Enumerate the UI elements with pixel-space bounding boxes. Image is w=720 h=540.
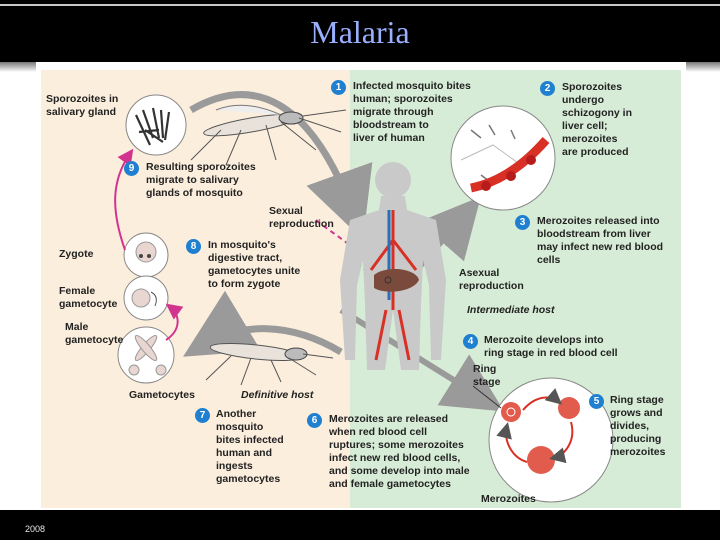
label-female-gametocyte: Female gametocyte xyxy=(59,285,118,310)
step-5-badge: 5 xyxy=(589,394,604,409)
step-3-text: Merozoites released into bloodstream fro… xyxy=(537,215,664,266)
footer-year: 2008 xyxy=(25,524,46,534)
label-sexual-reproduction: Sexual reproduction xyxy=(269,205,334,230)
step-2-text: Sporozoites undergo schizogony in liver … xyxy=(562,81,633,158)
label-gametocytes: Gametocytes xyxy=(129,389,195,401)
label-zygote: Zygote xyxy=(59,248,94,260)
zygote-circle xyxy=(123,232,169,278)
step-8-text: In mosquito's digestive tract, gametocyt… xyxy=(208,239,301,290)
label-male-gametocyte: Male gametocyte xyxy=(65,321,124,346)
ring-stage-pointer xyxy=(472,385,502,409)
slide-title: Malaria xyxy=(310,14,410,50)
label-intermediate-host: Intermediate host xyxy=(467,304,555,316)
malaria-life-cycle-diagram: Sporozoites in salivary gland Zygote Fem… xyxy=(41,70,681,508)
step-5-text: Ring stage grows and divides, producing … xyxy=(610,394,666,458)
gametocytes-circle xyxy=(117,326,175,384)
footer-bar xyxy=(0,510,720,540)
label-ring-stage: Ring stage xyxy=(473,363,501,388)
red-blood-cell-cycle-circle xyxy=(488,377,614,503)
title-rule xyxy=(0,4,720,6)
step-9-badge: 9 xyxy=(124,161,139,176)
arrow-human-to-mosquito xyxy=(182,290,343,357)
sexual-cycle-background xyxy=(41,70,350,508)
human-silhouette xyxy=(340,162,446,370)
arrow-gametocytes-to-zygote xyxy=(165,303,184,341)
panel-shadow-left xyxy=(0,62,36,72)
step-2-badge: 2 xyxy=(540,81,555,96)
step-8-badge: 8 xyxy=(186,239,201,254)
step-4-text: Merozoite develops into ring stage in re… xyxy=(484,334,618,359)
step-1-text: Infected mosquito bites human; sporozoit… xyxy=(353,80,471,144)
arrow-mosquito-to-human xyxy=(189,91,373,240)
label-definitive-host: Definitive host xyxy=(241,389,314,401)
step-1-badge: 1 xyxy=(331,80,346,95)
step-7-badge: 7 xyxy=(195,408,210,423)
step-9-text: Resulting sporozoites migrate to salivar… xyxy=(146,161,256,199)
step-7-text: Another mosquito bites infected human an… xyxy=(216,408,284,485)
title-bar: Malaria xyxy=(0,0,720,62)
human-liver xyxy=(374,268,419,292)
liver-cell-schizogony-circle xyxy=(450,105,556,211)
label-asexual-reproduction: Asexual reproduction xyxy=(459,267,524,292)
label-sporozoites-in-gland: Sporozoites in salivary gland xyxy=(46,93,119,118)
gametes-union-circle xyxy=(123,275,169,321)
label-merozoites: Merozoites xyxy=(481,493,536,505)
mosquito-bottom-illustration xyxy=(205,343,334,386)
arrow-zygote-to-sporozoites xyxy=(114,148,134,251)
step-3-badge: 3 xyxy=(515,215,530,230)
mosquito-top-illustration xyxy=(190,104,347,166)
salivary-gland-sporozoites xyxy=(125,94,187,156)
step-4-badge: 4 xyxy=(463,334,478,349)
step-6-badge: 6 xyxy=(307,413,322,428)
step-6-text: Merozoites are released when red blood c… xyxy=(329,413,470,490)
panel-shadow-right xyxy=(686,62,720,72)
